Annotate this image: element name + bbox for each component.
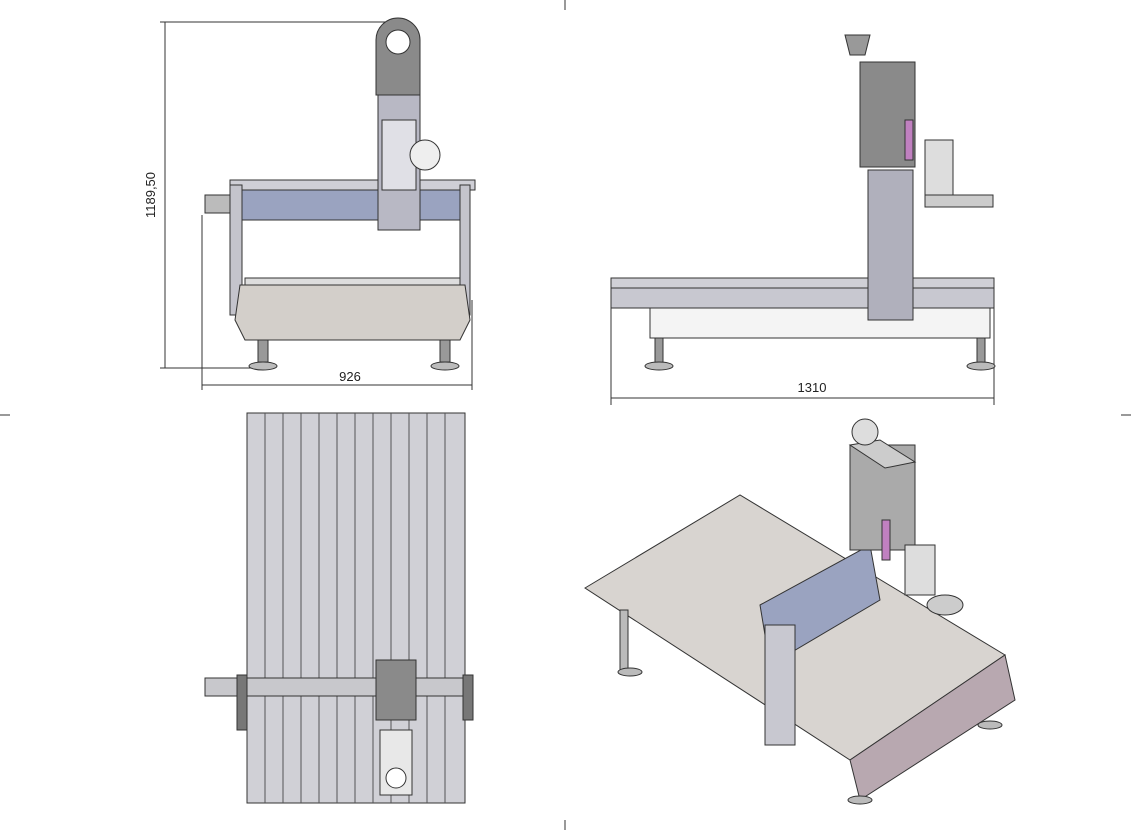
front-view: 1189,50 926 xyxy=(143,17,476,390)
front-width-dimension: 926 xyxy=(339,369,361,384)
top-view xyxy=(204,412,474,804)
height-dimension: 1189,50 xyxy=(143,172,158,218)
side-length-dimension: 1310 xyxy=(798,380,827,395)
side-view: 1310 xyxy=(610,34,996,405)
isometric-view xyxy=(584,418,1016,805)
